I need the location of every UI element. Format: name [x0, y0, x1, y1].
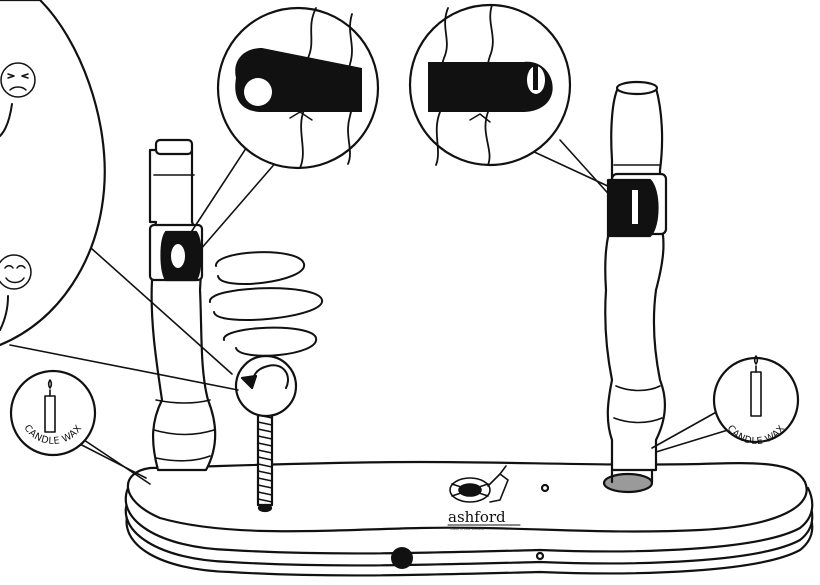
base-knob	[391, 547, 413, 569]
sad-face-icon	[1, 63, 35, 97]
happy-face-icon	[0, 255, 31, 289]
candle-wax-badge-left: CANDLE WAX	[11, 371, 95, 455]
detail-circle-left	[218, 8, 378, 168]
faces-callout	[0, 0, 105, 345]
detail-circle-right	[410, 5, 570, 165]
right-post	[604, 82, 666, 492]
spring-coil	[210, 252, 322, 356]
candle-wax-badge-right: CANDLE WAX	[714, 356, 798, 447]
left-post	[150, 140, 215, 470]
brand-name: ashford	[448, 508, 506, 526]
brand-tagline: made in new zealand	[450, 527, 484, 531]
